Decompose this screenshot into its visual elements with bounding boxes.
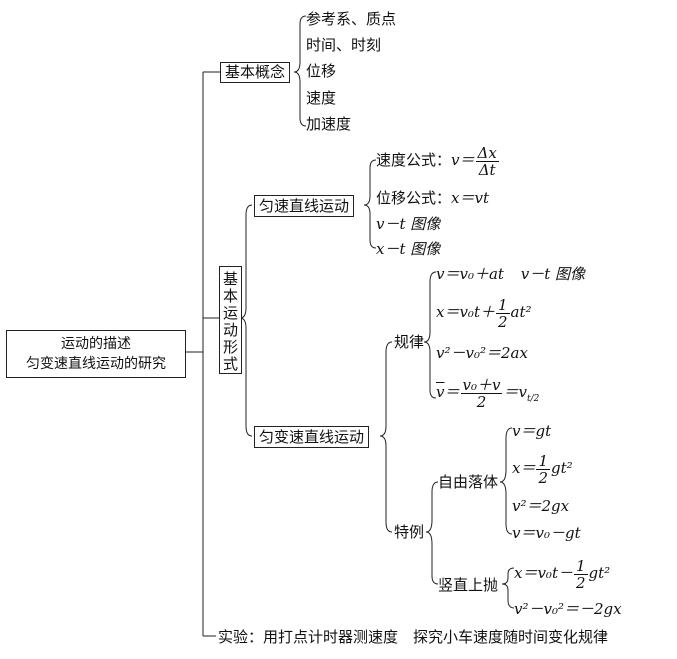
root-line1: 运动的描述	[61, 336, 131, 352]
law-formula-3: v²－v₀²＝2ax	[436, 344, 528, 362]
uniform-accel-box: 匀变速直线运动	[254, 426, 370, 448]
motion-forms-char: 式	[223, 355, 239, 373]
free-fall-formula-1: v＝gt	[512, 422, 552, 440]
motion-forms-char: 基	[223, 270, 239, 288]
displacement-formula: 位移公式：x＝vt	[376, 189, 489, 207]
free-fall-formula-3: v²＝2gx	[512, 497, 570, 515]
concept-item: 速度	[306, 89, 337, 107]
basic-concepts-box: 基本概念	[220, 62, 291, 83]
law-formula-4-sub: t/2	[526, 394, 540, 404]
motion-forms-char: 本	[223, 287, 239, 305]
vertical-throw-formula-1-pre: x＝v₀t－	[514, 564, 573, 582]
law-formula-4-lhs: v	[436, 383, 445, 401]
motion-forms-char: 运	[223, 304, 239, 322]
free-fall-formula-2-pre: x＝	[512, 459, 536, 477]
root-line2: 匀变速直线运动的研究	[26, 356, 166, 372]
motion-forms-box: 基 本 运 动 形 式	[219, 266, 242, 374]
vertical-throw-formula-1-post: gt²	[588, 564, 611, 582]
law-formula-2-pre: x＝v₀t＋	[436, 303, 495, 321]
motion-forms-char: 形	[223, 338, 239, 356]
speed-fraction-num: Δx	[475, 143, 499, 162]
concept-item: 参考系、质点	[306, 10, 397, 28]
concept-item: 时间、时刻	[306, 36, 382, 54]
vt-graph-label: v－t 图像	[376, 215, 441, 233]
free-fall-half-den: 2	[538, 468, 549, 487]
xt-graph-label: x－t 图像	[376, 240, 441, 258]
concept-item: 位移	[306, 62, 337, 80]
vertical-throw-half-den: 2	[575, 573, 586, 592]
displacement-formula-label: 位移公式：	[376, 189, 452, 207]
special-case-label: 特例	[394, 523, 425, 541]
law-formula-1-graph: v－t 图像	[520, 265, 585, 283]
vertical-throw-formula-2: v²－v₀²＝－2gx	[514, 600, 622, 618]
concept-item: 加速度	[306, 115, 352, 133]
law-formula-1-expr: v＝v₀＋at	[436, 265, 504, 283]
law-formula-4-rhs: ＝v	[503, 383, 527, 401]
law-formula-1: v＝v₀＋at v－t 图像	[436, 265, 585, 283]
vertical-throw-label: 竖直上抛	[438, 576, 499, 594]
displacement-formula-expr: x＝vt	[451, 189, 489, 207]
vertical-throw-half-num: 1	[573, 556, 588, 575]
half-fraction-num: 1	[495, 295, 510, 314]
free-fall-formula-2-post: gt²	[551, 459, 573, 477]
speed-formula-label: 速度公式：	[376, 151, 452, 169]
root-box: 运动的描述 匀变速直线运动的研究	[6, 330, 186, 378]
speed-fraction-den: Δt	[478, 160, 496, 179]
motion-forms-char: 动	[223, 321, 239, 339]
free-fall-label: 自由落体	[438, 473, 499, 491]
law-label: 规律	[394, 333, 425, 351]
half-fraction-den: 2	[497, 312, 508, 331]
speed-formula-lhs: v＝	[451, 151, 475, 169]
avg-fraction-den: 2	[476, 392, 487, 411]
experiment-label: 实验：用打点计时器测速度 探究小车速度随时间变化规律	[218, 628, 609, 646]
free-fall-formula-4: v＝v₀－gt	[512, 524, 581, 542]
free-fall-half-num: 1	[536, 451, 551, 470]
law-formula-2-post: at²	[510, 303, 532, 321]
uniform-motion-box: 匀速直线运动	[254, 195, 355, 217]
avg-fraction-num: v₀＋v	[460, 375, 503, 394]
